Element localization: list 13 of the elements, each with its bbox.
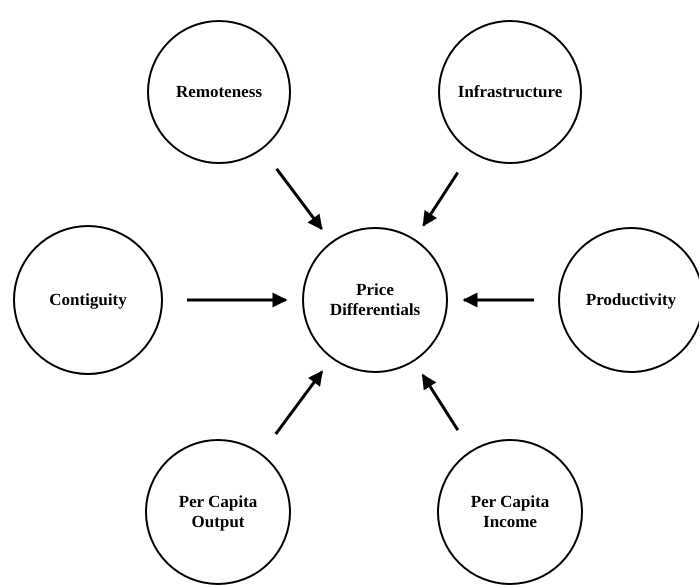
arrow <box>462 292 534 308</box>
arrow <box>187 292 288 308</box>
node-label: Price Differentials <box>328 280 422 320</box>
arrow <box>274 370 324 435</box>
node-label: Per Capita Income <box>470 492 550 532</box>
arrow <box>275 168 323 230</box>
arrow <box>422 172 459 227</box>
node-label: Per Capita Output <box>178 492 258 532</box>
node-label: Infrastructure <box>458 82 562 102</box>
node-label: Remoteness <box>176 82 262 102</box>
node-label: Productivity <box>586 290 676 310</box>
arrow <box>422 374 460 431</box>
node-label: Contiguity <box>49 290 127 310</box>
